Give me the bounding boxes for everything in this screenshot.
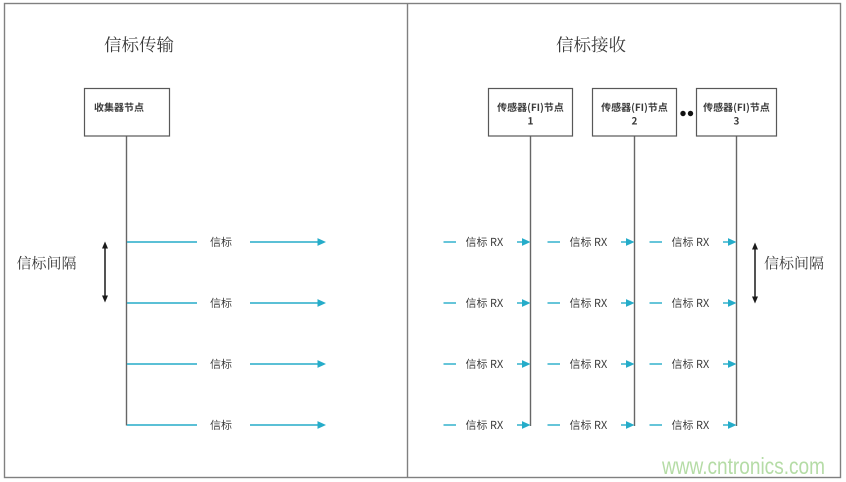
svg-text:www.cntronics.com: www.cntronics.com bbox=[661, 453, 825, 479]
